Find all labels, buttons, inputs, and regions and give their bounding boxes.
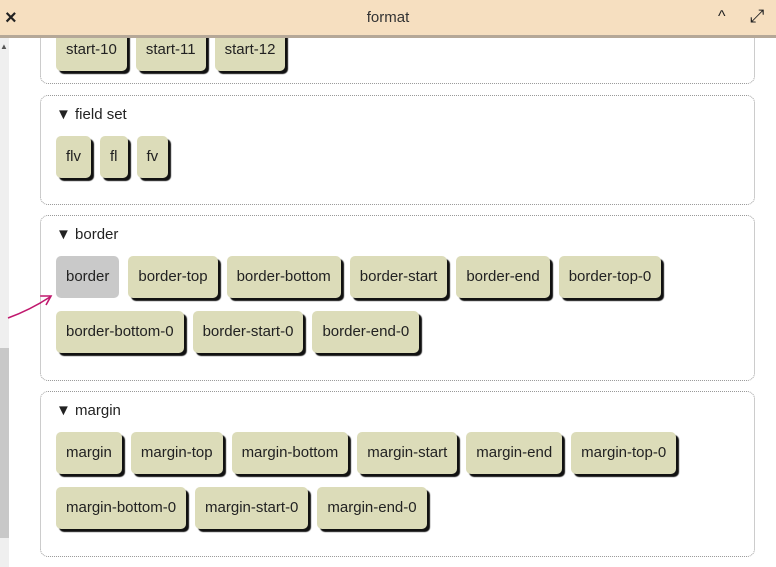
border-top-0-button[interactable]: border-top-0 <box>558 256 662 298</box>
maximize-icon[interactable]: ⤢ <box>750 6 765 26</box>
scrollbar[interactable]: ▲ <box>0 38 9 567</box>
margin-bottom-button[interactable]: margin-bottom <box>231 432 349 474</box>
section-header[interactable]: ▼ margin <box>56 402 121 419</box>
border-start-0-button[interactable]: border-start-0 <box>192 311 304 353</box>
scroll-up-icon[interactable]: ▲ <box>0 42 8 51</box>
margin-bottom-0-button[interactable]: margin-bottom-0 <box>56 487 187 529</box>
border-end-0-button[interactable]: border-end-0 <box>312 311 420 353</box>
border-bottom-button[interactable]: border-bottom <box>226 256 341 298</box>
margin-start-0-button[interactable]: margin-start-0 <box>195 487 309 529</box>
border-bottom-0-button[interactable]: border-bottom-0 <box>56 311 184 353</box>
annotation-arrow-icon <box>7 295 53 319</box>
border-start-button[interactable]: border-start <box>349 256 448 298</box>
margin-top-button[interactable]: margin-top <box>130 432 223 474</box>
fl-button[interactable]: fl <box>100 136 128 178</box>
section-header[interactable]: ▼ border <box>56 226 119 243</box>
border-end-button[interactable]: border-end <box>456 256 550 298</box>
margin-end-button[interactable]: margin-end <box>466 432 563 474</box>
margin-end-0-button[interactable]: margin-end-0 <box>317 487 427 529</box>
collapse-icon[interactable]: ^ <box>718 8 726 25</box>
border-button[interactable]: border <box>56 256 120 298</box>
scrollbar-thumb[interactable] <box>0 348 9 538</box>
border-top-button[interactable]: border-top <box>128 256 218 298</box>
margin-start-button[interactable]: margin-start <box>357 432 458 474</box>
window-title: format <box>366 9 410 26</box>
fv-button[interactable]: fv <box>136 136 169 178</box>
margin-top-0-button[interactable]: margin-top-0 <box>571 432 677 474</box>
close-icon[interactable]: × <box>5 7 17 29</box>
flv-button[interactable]: flv <box>56 136 91 178</box>
margin-button[interactable]: margin <box>56 432 122 474</box>
title-bar: × format ^ ⤢ <box>0 0 776 38</box>
section-header[interactable]: ▼ field set <box>56 106 127 123</box>
